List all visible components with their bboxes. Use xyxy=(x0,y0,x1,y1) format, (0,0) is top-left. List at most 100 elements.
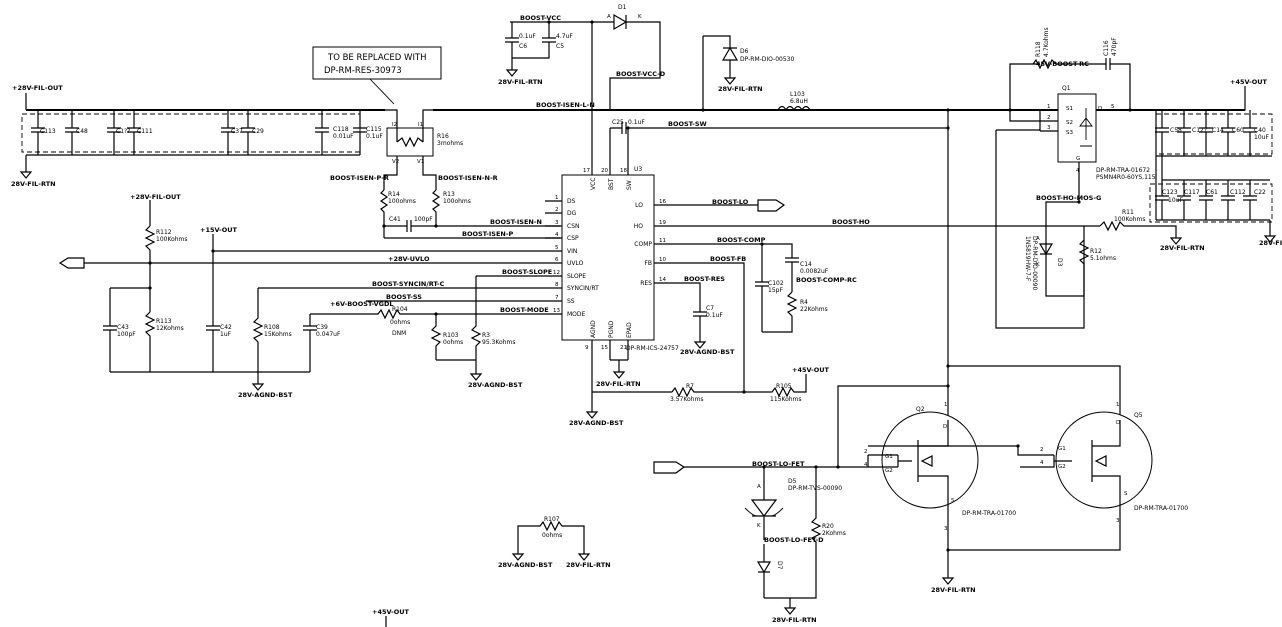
q5-part: DP-RM-TRA-01700 xyxy=(1134,505,1188,512)
cap-c113: C113 xyxy=(31,110,56,155)
d3-part2: DP-RM-DIO-00090 xyxy=(1031,236,1038,290)
r108-val: 15Kohms xyxy=(264,331,292,338)
cap-c102: C102 15pF xyxy=(755,244,784,332)
cap-c43: C43 100pF xyxy=(103,288,136,372)
q1-pin-1: 1 xyxy=(1047,104,1051,110)
q5-pin-2: 2 xyxy=(1040,447,1044,453)
r20-val: 2Kohms xyxy=(822,530,846,537)
q5-g2: G2 xyxy=(1058,464,1066,470)
cap-ref-c118: C118 xyxy=(333,126,349,133)
rail-agnd-r107: 28V-AGND-BST xyxy=(498,561,553,569)
cap-ref-c113: C113 xyxy=(40,128,56,135)
r105-val: 115Kohms xyxy=(770,396,802,403)
net-isen-l-n: BOOST-ISEN-L-N xyxy=(536,101,595,109)
cap-ref-c14: C14 xyxy=(1212,127,1224,134)
net-boost-vcc-d: BOOST-VCC-D xyxy=(616,70,666,78)
u3-pin-csn: CSN xyxy=(567,223,580,230)
out-caps2-val: 10uF xyxy=(1168,197,1183,204)
r104-extra: DNM xyxy=(392,330,406,337)
u3-pin-uvlo: UVLO xyxy=(567,260,584,267)
u3-pin-ho: HO xyxy=(634,223,644,230)
u3-pin-comp: COMP xyxy=(634,241,652,248)
cap-ref-c117: C117 xyxy=(1184,189,1200,196)
r13-ref: R13 xyxy=(443,191,455,198)
net-boost-slope: BOOST-SLOPE xyxy=(502,268,552,276)
cap-c118: C118 0.01uF xyxy=(315,110,354,155)
u3-pin-num-20: 20 xyxy=(601,168,608,174)
r4-ref: R4 xyxy=(800,299,808,306)
rail-45v-right: +45V-OUT xyxy=(1230,78,1268,86)
net-boost-ss: BOOST-SS xyxy=(386,293,422,301)
q2-pin-1: 1 xyxy=(944,402,948,408)
r3-ref: R3 xyxy=(482,332,490,339)
u3-pin-num-1: 1 xyxy=(555,195,559,201)
cap-ref-c112: C112 xyxy=(1230,189,1246,196)
net-vgdl: +6V-BOOST-VGDL xyxy=(330,300,394,308)
u3-pin-fb: FB xyxy=(644,260,652,267)
cap-ref-c115: C115 xyxy=(366,126,382,133)
diode-d6: D6 DP-RM-DIO-00530 28V-FIL-RTN xyxy=(701,35,794,112)
shunt-r16: I2 I1 V2 V1 R16 3mohms xyxy=(383,109,463,190)
c25-val: 0.1uF xyxy=(628,119,645,126)
rail-agnd-u3: 28V-AGND-BST xyxy=(569,419,624,427)
u3-pin-ss: SS xyxy=(567,298,575,305)
rail-agnd-c7: 28V-AGND-BST xyxy=(680,348,735,356)
net-boost-res: BOOST-RES xyxy=(684,275,725,283)
rail-rtn-u3: 28V-FIL-RTN xyxy=(596,380,641,388)
q1-part2: PSMN4R0-60YS,115 xyxy=(1096,174,1156,181)
rail-rtn-r107: 28V-FIL-RTN xyxy=(566,561,611,569)
cap-c48: C48 xyxy=(65,110,88,155)
u3-pin-num-21: 21 xyxy=(620,345,627,351)
u3-pin-num-18: 18 xyxy=(620,168,627,174)
c14-ref: C14 xyxy=(800,261,812,268)
d6-val: DP-RM-DIO-00530 xyxy=(740,56,794,63)
cap-ref-c123: C123 xyxy=(1162,189,1178,196)
c102-val: 15pF xyxy=(768,287,783,294)
r105-ref: R105 xyxy=(776,383,792,390)
u3-pin-sw: SW xyxy=(626,180,633,190)
cap-ref-c48: C48 xyxy=(76,128,88,135)
c39-ref: C39 xyxy=(316,324,328,331)
r3-val: 95.3Kohms xyxy=(482,339,515,346)
c43-ref: C43 xyxy=(117,324,129,331)
q1-pin-2: 2 xyxy=(1047,115,1051,121)
c42-val: 1uF xyxy=(220,331,232,338)
q5-ref: Q5 xyxy=(1134,412,1143,419)
cap-c39: C39 0.047uF xyxy=(303,314,341,372)
rail-45v-mid: +45V-OUT xyxy=(792,366,830,374)
r16-ref: R16 xyxy=(437,133,449,140)
d7-ref: D7 xyxy=(776,561,783,570)
c6-ref: C6 xyxy=(519,43,527,50)
cap-c116: C116 470pF xyxy=(1103,37,1131,110)
c41-val: 100pF xyxy=(414,216,433,223)
r112-val: 100Kohms xyxy=(156,236,188,243)
c14-val: 0.0082uF xyxy=(800,268,829,275)
vcc-bootstrap-section: BOOST-VCC D1 A K BOOST-VCC-D 0.1uF C6 4.… xyxy=(498,4,666,160)
net-isen-n-r: BOOST-ISEN-N-R xyxy=(438,174,498,182)
u3-pin-num-9: 9 xyxy=(585,345,589,351)
u3-pin-num-8: 8 xyxy=(555,282,559,288)
q1-s1: S1 xyxy=(1066,106,1073,112)
controller-u3: U3 DP-RM-ICS-24757 DS 1 DG 2 CSN 3 CSP 4… xyxy=(545,135,679,427)
resistor-r11: R11 100Kohms 28V-FIL-RTN xyxy=(1099,209,1205,252)
cap-ref-c60: C60 xyxy=(1232,127,1244,134)
r107-ref: R107 xyxy=(544,516,560,523)
rail-agnd-r3: 28V-AGND-BST xyxy=(468,381,523,389)
u3-pin-ds: DS xyxy=(567,198,576,205)
u3-pin-vin: VIN xyxy=(567,248,577,255)
cap-c5: 4.7uF C5 xyxy=(512,22,573,59)
u3-pin-num-2: 2 xyxy=(555,207,559,213)
u3-pin-num-3: 3 xyxy=(555,220,559,226)
u3-pin-num-16: 16 xyxy=(659,199,666,205)
resistor-r4: R4 22Kohms xyxy=(762,291,828,333)
resistor-r12: R12 5.1ohms xyxy=(1078,239,1116,296)
r20-ref: R20 xyxy=(822,523,834,530)
q2-part: DP-RM-TRA-01700 xyxy=(962,510,1016,517)
net-boost-mode: BOOST-MODE xyxy=(500,306,549,314)
u3-pin-num-13: 13 xyxy=(553,308,560,314)
d5-pin-k: K xyxy=(757,523,761,529)
u3-pin-num-4: 4 xyxy=(555,232,559,238)
r118-val: 4.7Kohms xyxy=(1043,27,1050,57)
resistor-r7: R7 3.57Kohms xyxy=(670,383,744,403)
q2-g1: G1 xyxy=(885,454,893,460)
